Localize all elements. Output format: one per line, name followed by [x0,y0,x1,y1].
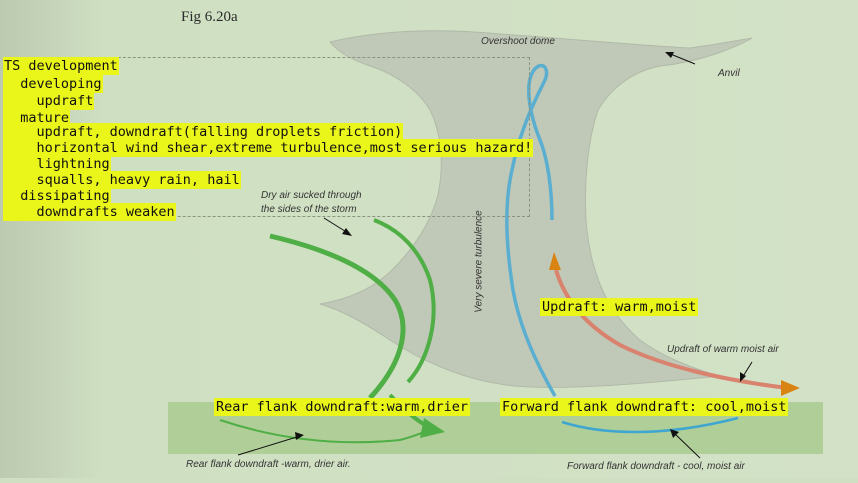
overshoot-dome-label: Overshoot dome [481,36,555,47]
rear-flank-highlight: Rear flank downdraft:warm,drier [214,398,470,416]
dry-air-label-line2: the sides of the storm [261,204,357,215]
note-line-10: downdrafts weaken [3,203,176,221]
note-line-9: dissipating [3,187,111,205]
anvil-label: Anvil [718,68,740,79]
anvil-pointer-head [665,52,674,58]
note-line-4: mature [3,109,71,127]
rear-flank-caption: Rear flank downdraft -warm, drier air. [186,459,351,470]
forward-flank-caption: Forward flank downdraft - cool, moist ai… [567,461,745,472]
updraft-arrowhead-right [781,380,800,396]
note-line-7: lightning [3,155,111,173]
dry-air-pointer [323,217,349,234]
dry-air-arrow-1 [269,233,406,400]
rear-flank-arrowhead [420,418,445,438]
dry-air-arrow-2 [373,218,436,384]
turbulence-label: Very severe turbulence [473,210,485,313]
forward-flank-highlight: Forward flank downdraft: cool,moist [500,398,789,416]
rear-flank-pointer [237,435,301,456]
note-line-8: squalls, heavy rain, hail [3,171,241,189]
blue-flow-line [505,63,557,397]
note-line-5: updraft, downdraft(falling droplets fric… [3,123,404,141]
updraft-pointer-head [740,372,746,382]
dry-air-pointer-head [342,228,352,236]
forward-flank-pointer-head [670,429,679,438]
forward-flank-arrow [561,416,739,434]
note-line-2: developing [3,75,103,93]
rear-flank-pointer-head [295,432,304,440]
figure-title: Fig 6.20a [181,9,238,25]
note-line-1: TS development [3,57,119,75]
updraft-arrowhead-up [549,252,561,270]
note-line-6: horizontal wind shear,extreme turbulence… [3,139,534,157]
updraft-highlight: Updraft: warm,moist [540,298,699,316]
updraft-air-label: Updraft of warm moist air [667,344,779,355]
dry-air-label-line1: Dry air sucked through [261,190,362,201]
forward-flank-pointer [672,431,701,459]
note-line-3: updraft [3,92,95,110]
